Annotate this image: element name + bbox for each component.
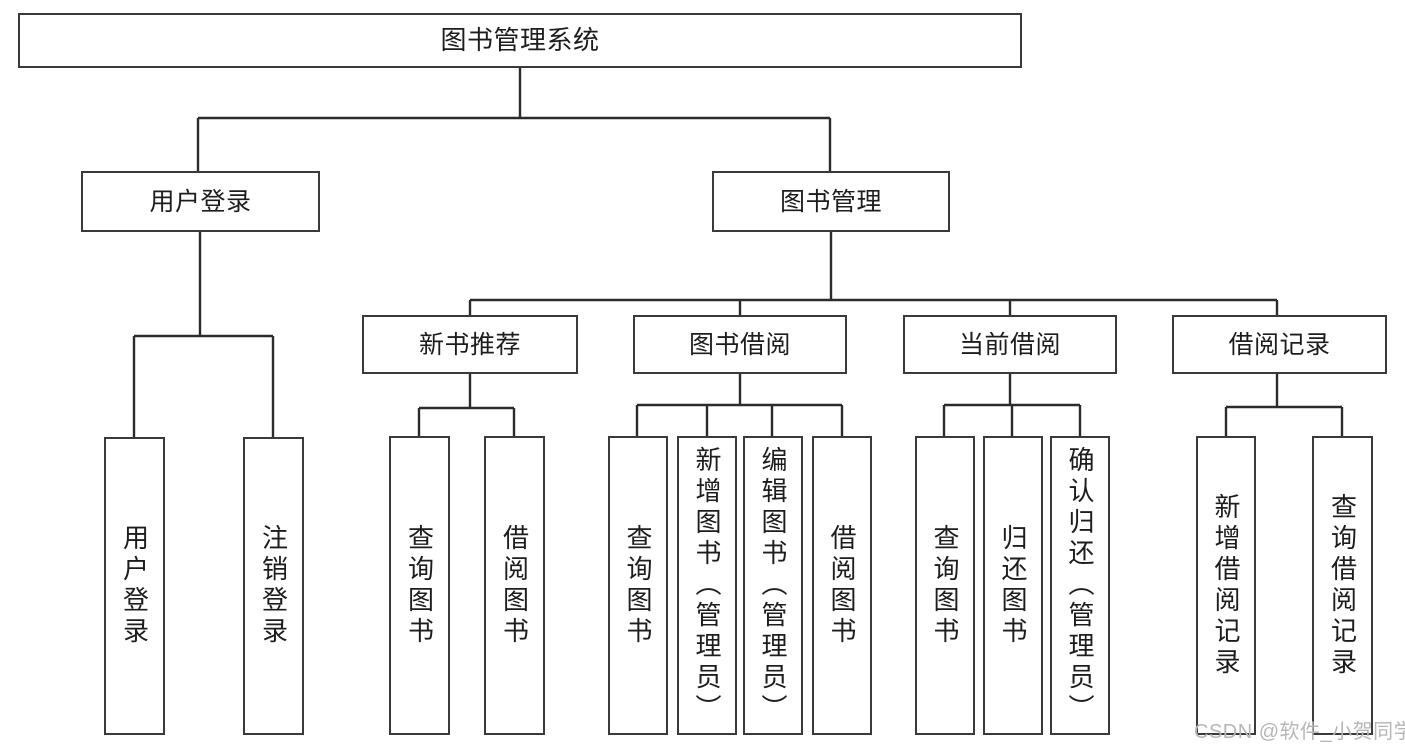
node-label: 用户登录 (119, 524, 150, 648)
leaf-add-book-admin[interactable]: 新增图书（管理员） (677, 436, 737, 735)
leaf-borrow-book[interactable]: 借阅图书 (812, 436, 872, 735)
node-user-login-module[interactable]: 用户登录 (81, 171, 320, 232)
node-label: 注销登录 (258, 524, 289, 648)
leaf-return-book[interactable]: 归还图书 (983, 436, 1043, 735)
node-label: 确认归还（管理员） (1065, 446, 1095, 725)
node-label: 查询借阅记录 (1327, 492, 1358, 679)
node-label: 查询图书 (623, 523, 653, 648)
node-book-management-module[interactable]: 图书管理 (712, 171, 950, 232)
leaf-query-book-recommend[interactable]: 查询图书 (389, 436, 450, 735)
leaf-add-borrow-record[interactable]: 新增借阅记录 (1196, 436, 1256, 735)
node-label: 归还图书 (998, 523, 1028, 648)
leaf-edit-book-admin[interactable]: 编辑图书（管理员） (743, 436, 803, 735)
node-label: 查询图书 (404, 523, 435, 648)
leaf-query-borrow-record[interactable]: 查询借阅记录 (1312, 436, 1373, 735)
node-root-system[interactable]: 图书管理系统 (18, 13, 1022, 68)
node-label: 图书管理系统 (440, 24, 600, 55)
node-label: 借阅图书 (499, 523, 530, 648)
leaf-confirm-return-admin[interactable]: 确认归还（管理员） (1050, 436, 1110, 735)
node-label: 图书借阅 (688, 330, 791, 359)
node-current-borrow[interactable]: 当前借阅 (903, 315, 1117, 374)
node-new-book-recommend[interactable]: 新书推荐 (362, 315, 578, 374)
node-label: 编辑图书（管理员） (758, 446, 788, 725)
node-label: 图书管理 (779, 187, 882, 216)
node-label: 当前借阅 (958, 330, 1061, 359)
leaf-query-book-borrow[interactable]: 查询图书 (608, 436, 668, 735)
node-label: 新增借阅记录 (1211, 492, 1241, 679)
leaf-logout-login[interactable]: 注销登录 (243, 437, 304, 735)
node-borrow-record[interactable]: 借阅记录 (1172, 315, 1387, 374)
node-label: 借阅记录 (1228, 330, 1331, 359)
node-label: 新增图书（管理员） (692, 446, 722, 725)
node-book-borrow[interactable]: 图书借阅 (633, 315, 847, 374)
node-label: 查询图书 (930, 523, 960, 648)
node-label: 新书推荐 (418, 330, 521, 359)
leaf-borrow-book-recommend[interactable]: 借阅图书 (484, 436, 545, 735)
node-label: 借阅图书 (827, 523, 857, 648)
leaf-user-login[interactable]: 用户登录 (104, 437, 165, 735)
leaf-query-book-current[interactable]: 查询图书 (915, 436, 975, 735)
node-label: 用户登录 (149, 187, 252, 216)
